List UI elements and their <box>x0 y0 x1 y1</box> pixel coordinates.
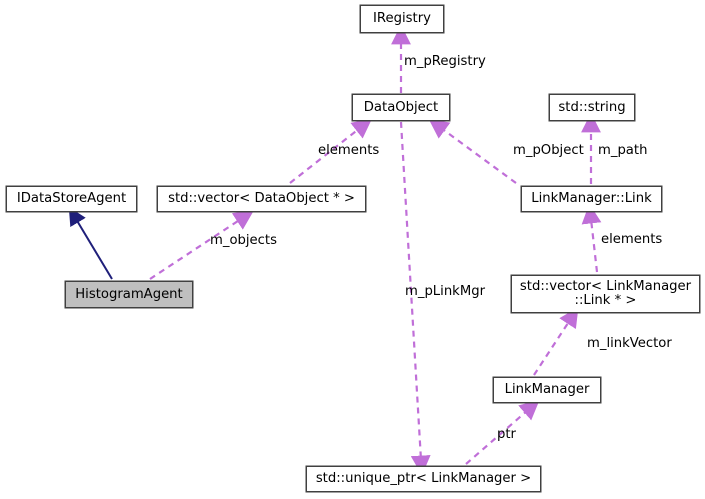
edge-label-ptr: ptr <box>497 427 516 442</box>
node-dataobject[interactable]: DataObject <box>352 94 450 121</box>
node-vector-linkmanager-link-ptr[interactable]: std::vector< LinkManager ::Link * > <box>511 275 700 313</box>
node-linkmanager-link[interactable]: LinkManager::Link <box>521 186 662 212</box>
edge-m_objects <box>149 210 254 280</box>
node-label: IDataStoreAgent <box>16 191 127 206</box>
node-label: HistogramAgent <box>75 286 183 302</box>
node-label: LinkManager <box>504 382 590 397</box>
edge-label-m_pObject: m_pObject <box>513 143 584 158</box>
node-std-string[interactable]: std::string <box>549 94 635 121</box>
node-unique-ptr-linkmanager[interactable]: std::unique_ptr< LinkManager > <box>306 466 541 492</box>
edge-label-elements-lmlink: elements <box>601 232 663 247</box>
edge-label-m_linkVector: m_linkVector <box>587 336 672 351</box>
edge-label-m_path: m_path <box>598 143 648 158</box>
node-label: std::string <box>558 99 626 115</box>
edge-elements-lmlink <box>581 203 602 273</box>
node-iregistry[interactable]: IRegistry <box>360 5 444 33</box>
node-linkmanager[interactable]: LinkManager <box>493 377 601 403</box>
node-histogramagent[interactable]: HistogramAgent <box>65 281 193 308</box>
edge-label-m_objects: m_objects <box>210 233 277 248</box>
node-label: IRegistry <box>373 11 431 26</box>
edge-label-m_pLinkMgr: m_pLinkMgr <box>405 284 485 299</box>
node-vector-dataobject-ptr[interactable]: std::vector< DataObject * > <box>157 186 366 212</box>
node-label: std::vector< DataObject * > <box>168 191 355 206</box>
node-idatastoreagent[interactable]: IDataStoreAgent <box>6 186 137 212</box>
edge-label-m_pRegistry: m_pRegistry <box>404 54 486 69</box>
edge-m_pObject <box>428 118 517 184</box>
edge-inheritance-idatastoreagent <box>68 206 113 280</box>
edge-label-elements-dataobject: elements <box>318 143 380 158</box>
node-label: std::vector< LinkManager ::Link * > <box>519 279 692 308</box>
edge-m_linkVector <box>533 307 579 376</box>
node-label: LinkManager::Link <box>531 191 652 206</box>
node-label: DataObject <box>363 99 439 115</box>
node-label: std::unique_ptr< LinkManager > <box>315 471 532 486</box>
